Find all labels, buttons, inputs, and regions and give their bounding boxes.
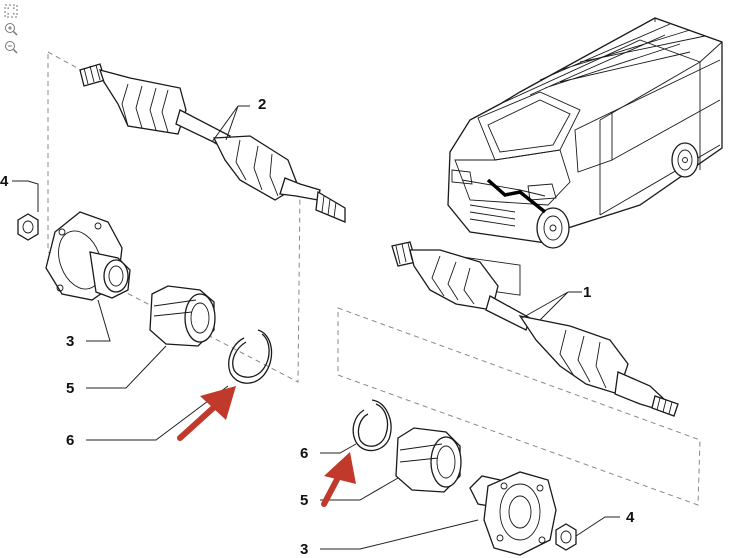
wheel-nut-left <box>17 213 39 241</box>
wheel-bearing-right <box>395 427 462 493</box>
drive-shaft-right <box>391 241 679 417</box>
callout-3-left: 3 <box>66 333 74 350</box>
callout-5-right: 5 <box>300 492 308 509</box>
callout-1: 1 <box>583 284 591 301</box>
callout-2: 2 <box>258 96 266 113</box>
arrow-left-circlip <box>177 386 236 441</box>
callout-5-left: 5 <box>66 380 74 397</box>
right-assembly-frame <box>337 307 701 506</box>
callout-3-right: 3 <box>300 541 308 558</box>
callout-6-right: 6 <box>300 445 308 462</box>
wheel-hub-left <box>45 211 131 301</box>
circlip-right <box>352 399 392 452</box>
wheel-bearing-left <box>149 285 216 347</box>
left-assembly-frame <box>47 51 301 383</box>
callout-4-left: 4 <box>0 173 9 190</box>
zoom-out-icon[interactable] <box>4 40 18 54</box>
zoom-in-icon[interactable] <box>4 22 18 36</box>
callout-4-right: 4 <box>626 509 635 526</box>
wheel-hub-right <box>469 471 557 556</box>
van-illustration <box>447 17 723 296</box>
callout-6-left: 6 <box>66 432 74 449</box>
arrow-right-circlip <box>321 452 356 507</box>
circlip-left <box>228 329 273 384</box>
wheel-nut-right <box>555 523 577 551</box>
drive-shaft-left <box>79 63 346 223</box>
fit-screen-icon[interactable] <box>4 4 18 18</box>
